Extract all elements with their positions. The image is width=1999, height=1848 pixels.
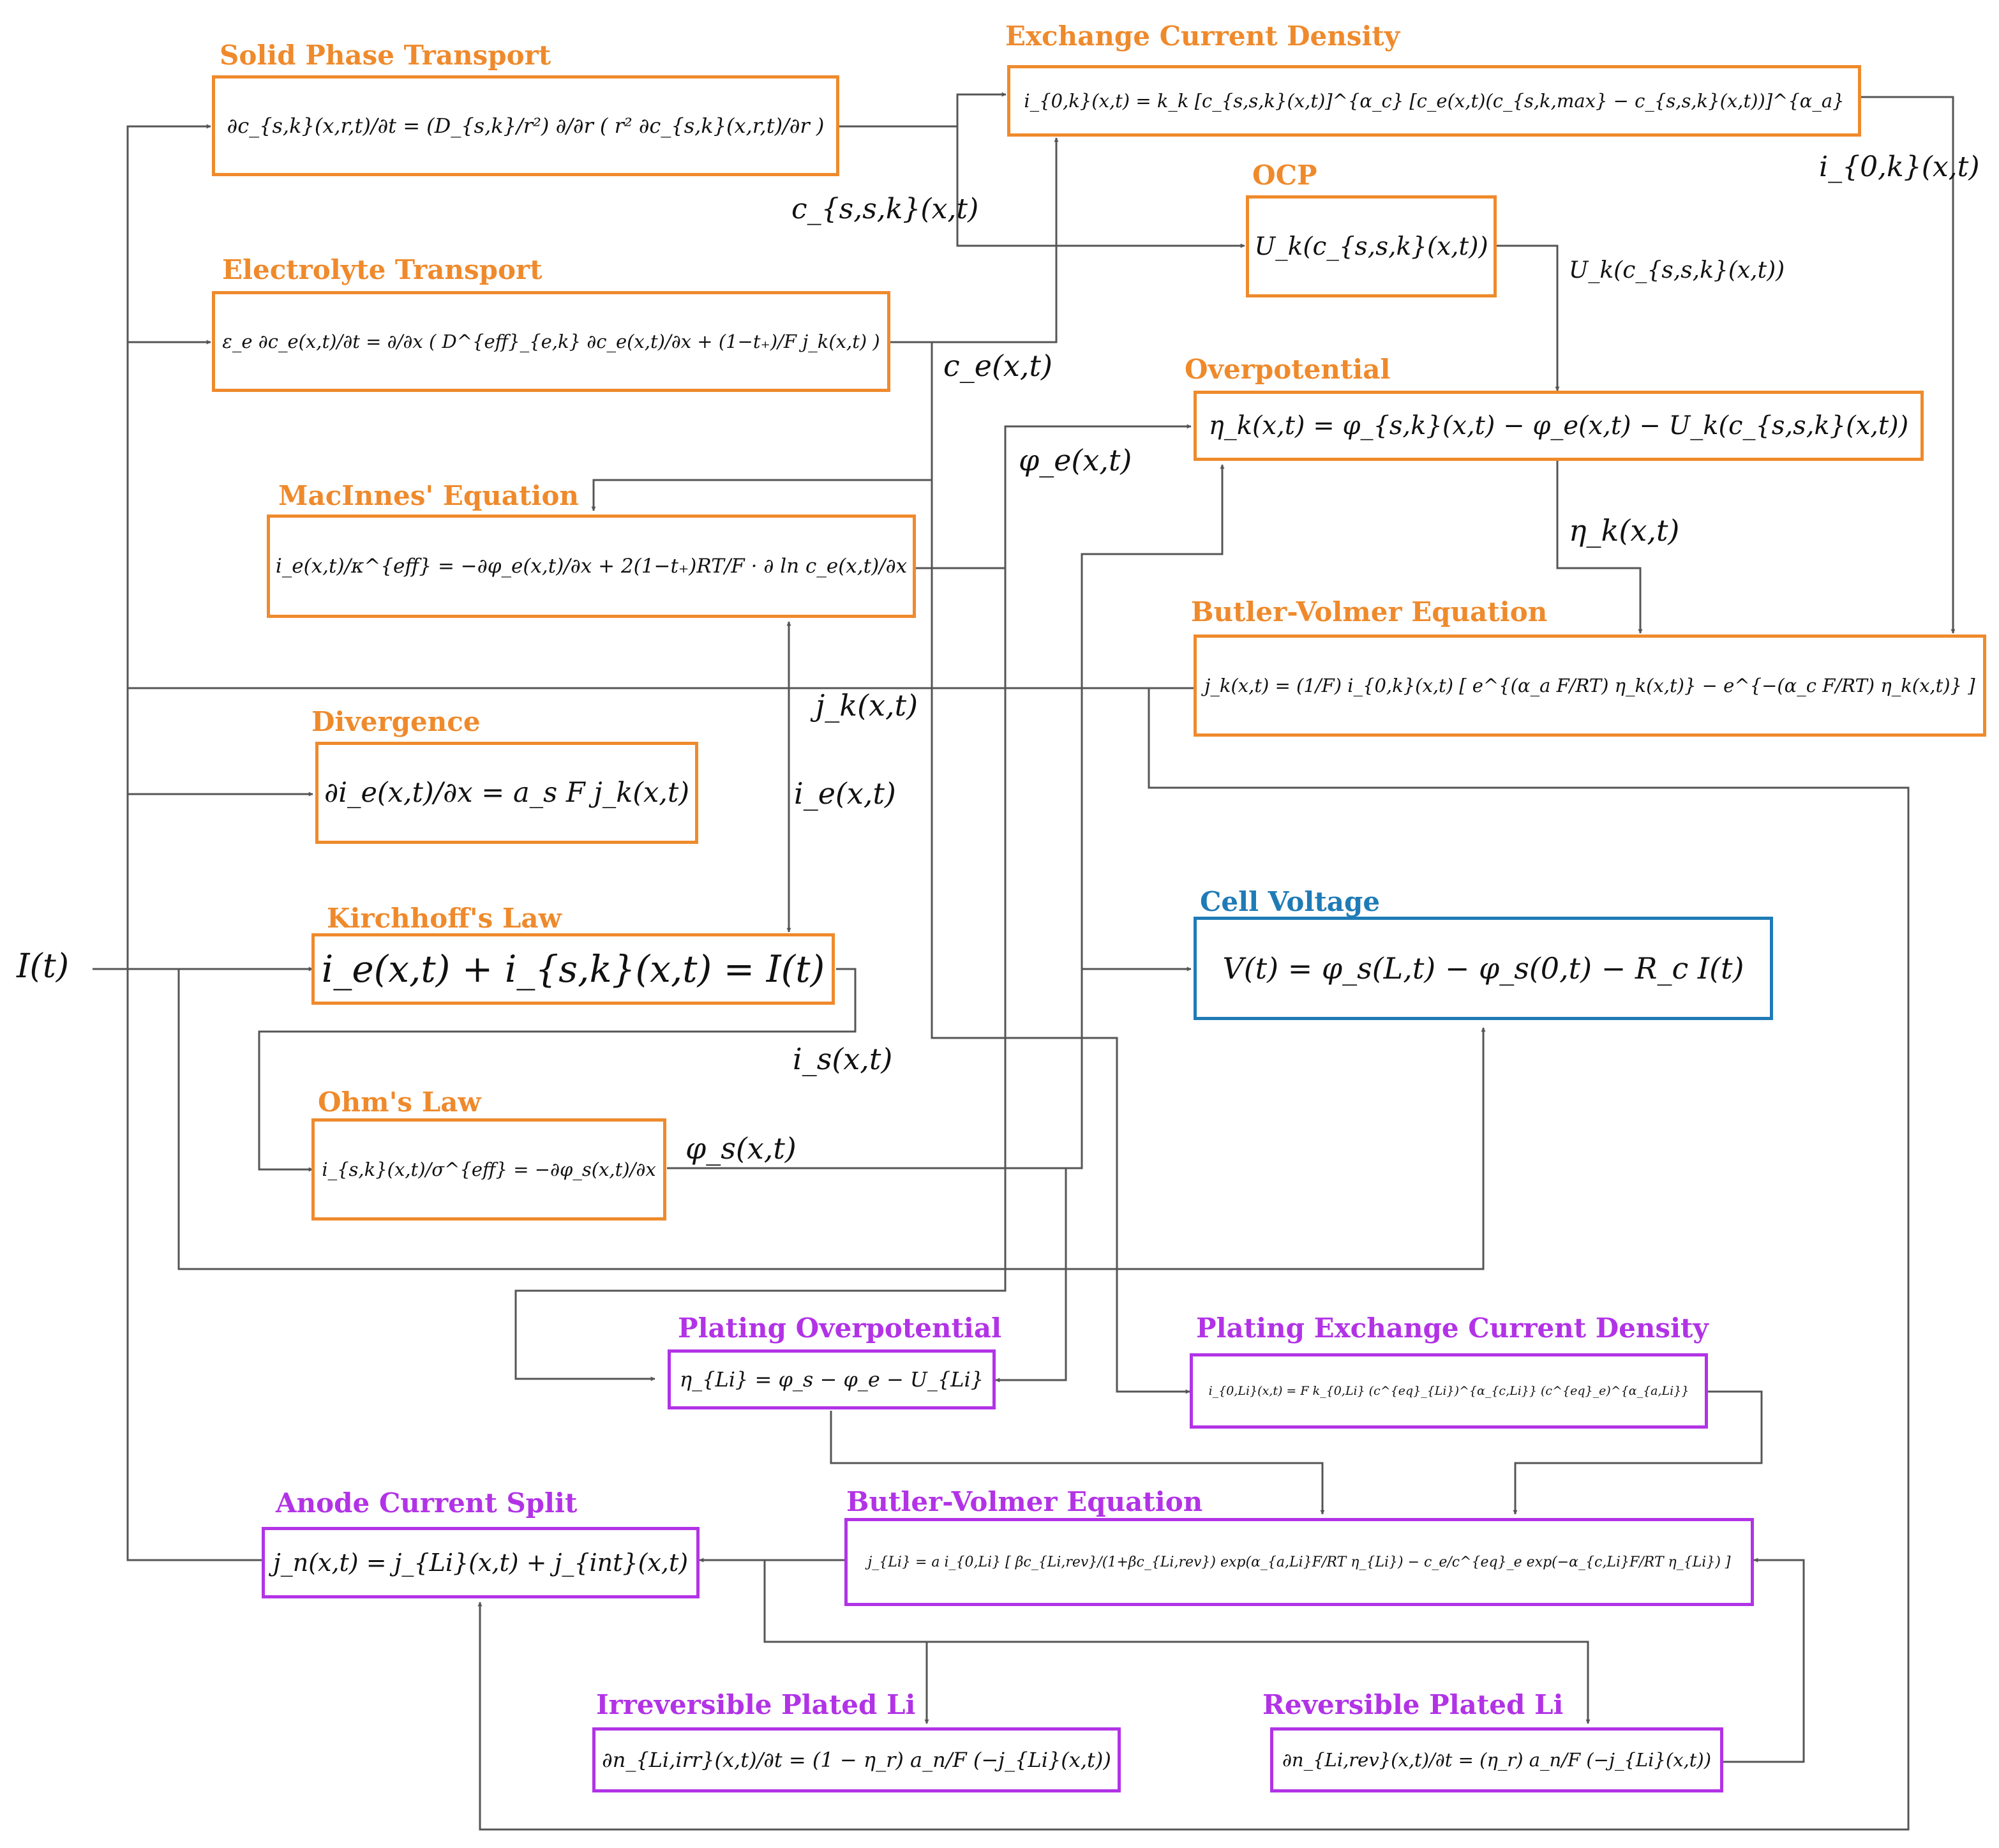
divergence-title: Divergence (311, 706, 481, 737)
wire-electrolyte-to-exchange (890, 137, 1059, 343)
ce-label: c_e(x,t) (943, 349, 1052, 383)
plating-bv-title: Butler-Volmer Equation (846, 1486, 1203, 1517)
phie-label: φ_e(x,t) (1019, 443, 1132, 477)
wire-kirchhoff-to-ohm (258, 968, 857, 1172)
anode-split-box: j_n(x,t) = j_{Li}(x,t) + j_{int}(x,t) (262, 1527, 700, 1598)
wire-solid-to-ocp (956, 126, 1245, 248)
plating-exchange-title: Plating Exchange Current Density (1196, 1312, 1709, 1344)
phis-label: φ_s(x,t) (685, 1131, 797, 1166)
plating-exchange-box: i_{0,Li}(x,t) = F k_{0,Li} (c^{eq}_{Li})… (1190, 1353, 1708, 1429)
solid-phase-equation: ∂c_{s,k}(x,r,t)/∂t = (D_{s,k}/r²) ∂/∂r (… (227, 114, 825, 138)
wire-plating-exchange-to-bv (1513, 1390, 1763, 1515)
ohm-equation: i_{s,k}(x,t)/σ^{eff} = −∂φ_s(x,t)/∂x (322, 1159, 656, 1180)
electrolyte-equation: ε_e ∂c_e(x,t)/∂t = ∂/∂x ( D^{eff}_{e,k} … (222, 331, 880, 352)
exchange-equation: i_{0,k}(x,t) = k_k [c_{s,s,k}(x,t)]^{α_c… (1024, 90, 1845, 112)
irreversible-title: Irreversible Plated Li (596, 1689, 916, 1720)
uk-label: U_k(c_{s,s,k}(x,t)) (1569, 257, 1785, 283)
overpotential-title: Overpotential (1185, 354, 1391, 385)
c-sssk-label: c_{s,s,k}(x,t) (791, 193, 979, 225)
reversible-box: ∂n_{Li,rev}(x,t)/∂t = (η_r) a_n/F (−j_{L… (1270, 1727, 1723, 1792)
butler-volmer-box: j_k(x,t) = (1/F) i_{0,k}(x,t) [ e^{(α_a … (1194, 635, 1986, 737)
jk-label: j_k(x,t) (816, 688, 918, 723)
exchange-box: i_{0,k}(x,t) = k_k [c_{s,s,k}(x,t)]^{α_c… (1007, 65, 1861, 137)
macinnes-equation: i_e(x,t)/κ^{eff} = −∂φ_e(x,t)/∂x + 2(1−t… (275, 555, 908, 578)
electrolyte-title: Electrolyte Transport (222, 254, 543, 285)
overpotential-equation: η_k(x,t) = φ_{s,k}(x,t) − φ_e(x,t) − U_k… (1208, 411, 1909, 440)
wire-solid-to-exchange (839, 92, 1007, 128)
cell-voltage-title: Cell Voltage (1200, 886, 1381, 917)
plating-overpotential-equation: η_{Li} = φ_s − φ_e − U_{Li} (679, 1367, 984, 1392)
reversible-title: Reversible Plated Li (1262, 1689, 1564, 1720)
plating-bv-box: j_{Li} = a i_{0,Li} [ βc_{Li,rev}/(1+βc_… (844, 1518, 1754, 1606)
ie-label: i_e(x,t) (794, 776, 896, 811)
ocp-equation: U_k(c_{s,s,k}(x,t)) (1254, 232, 1488, 261)
overpotential-box: η_k(x,t) = φ_{s,k}(x,t) − φ_e(x,t) − U_k… (1194, 391, 1924, 461)
i0k-label: i_{0,k}(x,t) (1819, 151, 1980, 183)
wire-ce-to-plating-exchange (931, 480, 1190, 1394)
plating-overpotential-box: η_{Li} = φ_s − φ_e − U_{Li} (668, 1349, 996, 1409)
electrolyte-box: ε_e ∂c_e(x,t)/∂t = ∂/∂x ( D^{eff}_{e,k} … (212, 291, 890, 392)
cell-voltage-box: V(t) = φ_s(L,t) − φ_s(0,t) − R_c I(t) (1194, 917, 1773, 1020)
ohm-title: Ohm's Law (318, 1086, 481, 1118)
wire-exchange-to-butler-volmer (1861, 96, 1956, 634)
wire-phie-to-plating-overpotential (514, 568, 1007, 1381)
exchange-title: Exchange Current Density (1005, 20, 1400, 52)
wire-anode-split-feedback (126, 670, 262, 1561)
irreversible-box: ∂n_{Li,irr}(x,t)/∂t = (1 − η_r) a_n/F (−… (592, 1727, 1121, 1792)
current-input-label: I(t) (17, 947, 70, 986)
butler-volmer-equation: j_k(x,t) = (1/F) i_{0,k}(x,t) [ e^{(α_a … (1204, 675, 1975, 696)
wire-bv-to-irreversible (763, 1560, 929, 1724)
solid-phase-box: ∂c_{s,k}(x,r,t)/∂t = (D_{s,k}/r²) ∂/∂r (… (212, 75, 839, 176)
cell-voltage-equation: V(t) = φ_s(L,t) − φ_s(0,t) − R_c I(t) (1222, 951, 1744, 986)
wire-current-to-cell-voltage (177, 969, 1486, 1270)
is-label: i_s(x,t) (793, 1042, 893, 1076)
macinnes-title: MacInnes' Equation (278, 480, 579, 511)
solid-phase-title: Solid Phase Transport (220, 40, 551, 71)
wire-butler-volmer-back (477, 687, 1910, 1831)
wire-phis-to-plating-overpotential (995, 1167, 1082, 1383)
wire-ocp-to-overpotential (1497, 244, 1560, 391)
plating-overpotential-title: Plating Overpotential (678, 1312, 1002, 1344)
wire-macinnes-to-overpotential (916, 424, 1192, 569)
plating-exchange-equation: i_{0,Li}(x,t) = F k_{0,Li} (c^{eq}_{Li})… (1208, 1384, 1689, 1398)
plating-bv-equation: j_{Li} = a i_{0,Li} [ βc_{Li,rev}/(1+βc_… (867, 1554, 1731, 1570)
kirchhoff-box: i_e(x,t) + i_{s,k}(x,t) = I(t) (311, 933, 835, 1005)
anode-split-title: Anode Current Split (276, 1487, 578, 1519)
wire-plating-overpotential-to-bv (830, 1411, 1325, 1515)
divergence-box: ∂i_e(x,t)/∂x = a_s F j_k(x,t) (315, 742, 698, 844)
ocp-title: OCP (1252, 160, 1317, 191)
kirchhoff-equation: i_e(x,t) + i_{s,k}(x,t) = I(t) (321, 947, 825, 991)
wire-ohm-to-cell-voltage (667, 464, 1225, 1169)
wire-feedback-to-solid-phase (126, 124, 211, 670)
butler-volmer-title: Butler-Volmer Equation (1191, 596, 1548, 627)
macinnes-box: i_e(x,t)/κ^{eff} = −∂φ_e(x,t)/∂x + 2(1−t… (267, 515, 916, 618)
ohm-box: i_{s,k}(x,t)/σ^{eff} = −∂φ_s(x,t)/∂x (311, 1118, 666, 1221)
divergence-equation: ∂i_e(x,t)/∂x = a_s F j_k(x,t) (324, 777, 690, 809)
etak-label: η_k(x,t) (1569, 513, 1680, 548)
reversible-equation: ∂n_{Li,rev}(x,t)/∂t = (η_r) a_n/F (−j_{L… (1282, 1749, 1712, 1771)
anode-split-equation: j_n(x,t) = j_{Li}(x,t) + j_{int}(x,t) (273, 1549, 689, 1577)
wire-overpotential-to-butler-volmer (1556, 461, 1643, 634)
kirchhoff-title: Kirchhoff's Law (327, 903, 562, 934)
ocp-box: U_k(c_{s,s,k}(x,t)) (1246, 195, 1497, 297)
wire-ce-to-macinnes (591, 342, 933, 511)
wire-bv-to-reversible (927, 1641, 1591, 1724)
irreversible-equation: ∂n_{Li,irr}(x,t)/∂t = (1 − η_r) a_n/F (−… (602, 1748, 1111, 1772)
wire-reversible-to-bv (1723, 1558, 1805, 1763)
